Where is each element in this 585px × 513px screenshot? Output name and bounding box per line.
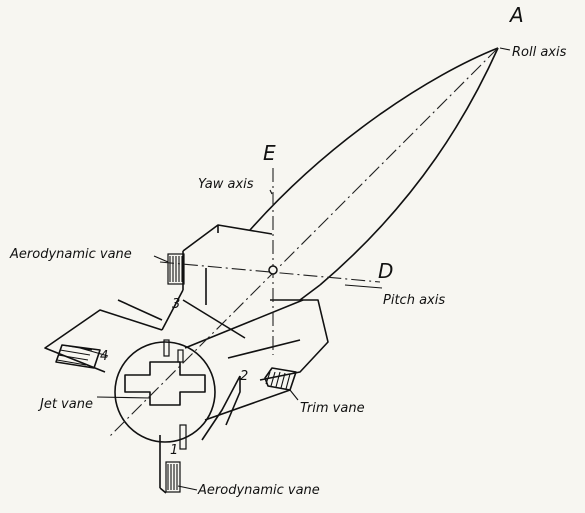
point-E-label: E — [263, 141, 276, 165]
fin2-outline — [259, 299, 329, 381]
aero-vane-top-hatch — [167, 253, 185, 285]
point-A-label: A — [508, 3, 524, 27]
pitch-axis-line — [159, 261, 381, 283]
fin4-number: 4 — [100, 349, 108, 364]
yaw-axis-leader — [269, 189, 273, 195]
pitch-axis-label: Pitch axis — [383, 293, 445, 308]
rocket-body-upper-outline — [249, 47, 499, 231]
rocket-body-rear-lower — [299, 284, 321, 301]
fin4-outline — [44, 299, 163, 373]
fin2-edge — [227, 339, 301, 359]
fin1-outline — [159, 375, 241, 494]
jet-vane-label: Jet vane — [37, 397, 93, 412]
aero-vane-bottom-hatch — [165, 461, 181, 493]
roll-axis-leader — [499, 47, 511, 51]
yaw-axis-label: Yaw axis — [198, 177, 254, 192]
jet-vane-lower-hatch — [179, 424, 187, 450]
pitch-axis-leader — [344, 284, 383, 289]
cylinder-lower-line — [204, 389, 291, 421]
jet-vane-leader — [96, 396, 151, 399]
aero-vane-bottom-label: Aerodynamic vane — [197, 483, 320, 498]
aero-vane-top-leader — [153, 255, 169, 263]
fin1-number: 1 — [170, 443, 178, 458]
jet-vane-upper-hatch — [163, 339, 184, 363]
engine-nozzle-circle — [114, 341, 216, 443]
aero-vane-top-label: Aerodynamic vane — [9, 247, 132, 262]
roll-axis-label: Roll axis — [512, 45, 567, 60]
fin3-number: 3 — [172, 297, 180, 312]
rocket-body-lower-outline — [319, 47, 499, 286]
trim-vane-label: Trim vane — [300, 401, 365, 416]
cylinder-upper-line — [184, 299, 304, 349]
fin2-number: 2 — [240, 369, 248, 384]
aero-vane-bottom-leader — [177, 485, 198, 491]
point-D-label: D — [378, 259, 393, 283]
roll-axis-line — [107, 47, 499, 439]
aero-vane-left-hatch — [55, 344, 109, 369]
center-of-gravity-point — [268, 265, 278, 275]
trim-vane-hatch — [264, 367, 297, 391]
fin3-block — [161, 224, 273, 339]
trim-vane-leader — [289, 389, 299, 401]
jet-vane-cross — [124, 361, 206, 406]
